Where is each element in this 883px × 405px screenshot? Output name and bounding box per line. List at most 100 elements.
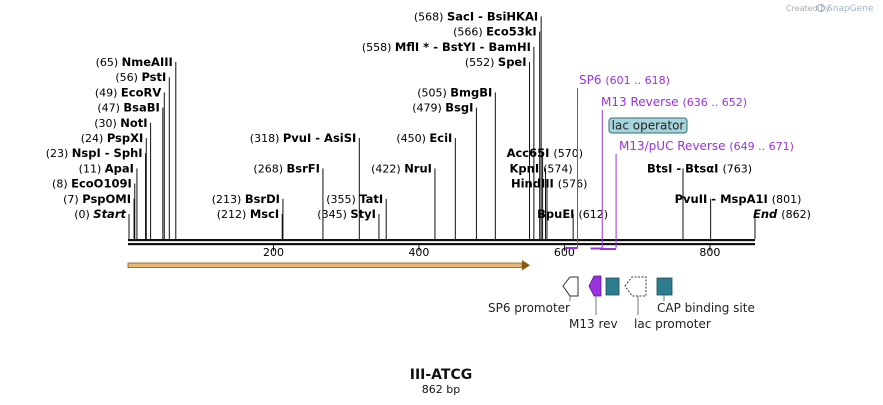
site-label: (49) EcoRV [95,85,162,99]
site-name: EcoO109I [71,177,132,191]
primer-sp6[interactable]: SP6 (601 .. 618) [565,73,670,249]
lac-operator-block [605,277,620,296]
site-position: (422) [371,162,404,175]
dna-backbone [128,239,755,246]
site-position: (49) [95,86,121,99]
primer-m13-puc-reverse[interactable]: M13/pUC Reverse (649 .. 671) [600,139,794,250]
cap-binding-site-feature[interactable]: CAP binding site [656,277,755,315]
site-position: (318) [250,132,283,145]
site-name: NotI [120,116,147,130]
site-name: PspOMI [82,192,131,206]
site-bsgi[interactable]: (479) BsgI [412,101,477,239]
site-msci[interactable]: (212) MscI [217,207,283,239]
sp6-promoter-feature[interactable]: SP6 promoter [488,276,579,315]
site-position: (566) [453,26,486,39]
site-bsabi[interactable]: (47) BsaBI [97,101,164,239]
snapgene-logo-icon [816,3,826,13]
site-position: (505) [417,86,450,99]
site-pvui[interactable]: (318) PvuI - AsiSI [250,131,360,239]
site-spei[interactable]: (552) SpeI [465,55,531,239]
site-label: End (862) [753,207,811,221]
orf-arrow [127,260,530,271]
tick-label: 600 [554,246,575,259]
lac-promoter-feature[interactable]: lac promoter [624,276,711,331]
site-tati[interactable]: (355) TatI [326,192,387,239]
site-position: (801) [772,193,802,206]
site-mfli[interactable]: (558) MflI * - BstYI - BamHI [362,40,535,239]
sp6-promoter-label: SP6 promoter [488,301,570,315]
site-label: (8) EcoO109I [52,177,132,191]
site-psti[interactable]: (56) PstI [115,70,170,239]
site-position: (574) [543,162,573,175]
site-label: (0) Start [74,207,126,221]
site-name: MflI * - BstYI - BamHI [395,40,531,54]
site-position: (558) [362,41,395,54]
site-position: (570) [553,147,583,160]
primer-m13-reverse[interactable]: M13 Reverse (636 .. 652) [590,95,747,250]
site-pvuii[interactable]: PvuII - MspA1I (801) [675,192,802,239]
site-bmgbi[interactable]: (505) BmgBI [417,85,496,239]
site-label: (422) NruI [371,161,432,175]
site-label: PvuII - MspA1I (801) [675,192,802,206]
primer-label: M13 Reverse (636 .. 652) [601,95,747,109]
map-length: 862 bp [422,383,460,396]
site-name: Eco53kI [486,25,537,39]
site-noti[interactable]: (30) NotI [94,116,152,239]
site-pspomi[interactable]: (7) PspOMI [63,192,135,239]
site-position: (11) [79,162,105,175]
site-position: (345) [317,208,350,221]
site-ecii[interactable]: (450) EciI [396,131,456,239]
site-name: MscI [250,207,279,221]
site-name: BsgI [445,101,473,115]
site-eco53ki[interactable]: (566) Eco53kI [453,25,541,239]
site-label: (558) MflI * - BstYI - BamHI [362,40,531,54]
site-bsrfi[interactable]: (268) BsrFI [253,161,324,239]
site-label: (505) BmgBI [417,85,492,99]
site-position: (7) [63,193,82,206]
site-kpni[interactable]: KpnI (574) [510,161,573,239]
site-end[interactable]: End (862) [753,207,811,239]
site-label: (566) Eco53kI [453,25,537,39]
primer-label: SP6 (601 .. 618) [579,73,670,87]
site-nmeaiii[interactable]: (65) NmeAIII [96,55,177,239]
site-position: (568) [414,10,447,23]
site-label: (47) BsaBI [97,101,160,115]
site-btsi[interactable]: BtsI - BtsαI (763) [647,161,752,239]
site-name: StyI [350,207,376,221]
lac-operator-feature[interactable]: lac operator [608,117,688,134]
site-name: SpeI [498,55,527,69]
site-bsrdi[interactable]: (213) BsrDI [212,192,284,239]
site-apai[interactable]: (11) ApaI [79,161,138,239]
site-bpuei[interactable]: BpuEI (612) [537,207,608,239]
site-nrui[interactable]: (422) NruI [371,161,436,239]
site-name: HindIII [511,177,558,191]
site-position: (355) [326,193,359,206]
site-acc65i[interactable]: Acc65I (570) [507,146,583,239]
site-position: (576) [558,178,588,191]
site-position: (24) [81,132,107,145]
site-name: Acc65I [507,146,554,160]
primers: SP6 (601 .. 618) M13 Reverse (636 .. 652)… [565,73,794,250]
site-position: (56) [115,71,141,84]
site-label: (268) BsrFI [253,161,320,175]
site-start[interactable]: (0) Start [74,207,130,239]
site-ecorv[interactable]: (49) EcoRV [95,85,165,239]
site-position: (8) [52,178,71,191]
site-ecoo109i[interactable]: (8) EcoO109I [52,177,136,239]
site-position: (23) [46,147,72,160]
site-name: PvuII - MspA1I [675,192,772,206]
site-nspi[interactable]: (23) NspI - SphI [46,146,147,239]
site-styi[interactable]: (345) StyI [317,207,380,239]
m13-rev-feature[interactable]: M13 rev [569,275,618,331]
site-position: (552) [465,56,498,69]
site-name: PstI [141,70,166,84]
site-saci[interactable]: (568) SacI - BsiHKAI [414,9,542,239]
site-pspxi[interactable]: (24) PspXI [81,131,147,239]
site-label: (24) PspXI [81,131,144,145]
site-label: (11) ApaI [79,161,134,175]
site-label: (213) BsrDI [212,192,280,206]
site-hindiii[interactable]: HindIII (576) [511,177,587,239]
site-name: End [753,207,781,221]
